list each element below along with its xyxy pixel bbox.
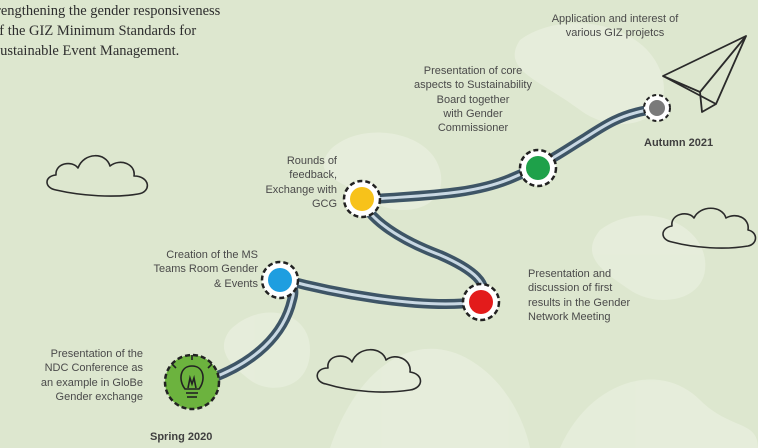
milestone-autumn-2021: [643, 94, 671, 122]
milestone-text-teams: Creation of the MS Teams Room Gender & E…: [153, 249, 258, 290]
milestone-spring-2020: [163, 353, 221, 411]
milestone-text-autumn: Application and interest of various GIZ …: [551, 13, 679, 40]
cloud-icon: [46, 154, 149, 197]
milestone-label-autumn: Autumn 2021: [644, 137, 714, 149]
milestone-text-yellow: Rounds of feedback, Exchange with GCG: [265, 155, 337, 210]
paper-plane-icon: [662, 35, 747, 113]
header-text: trengthening the gender responsiveness o…: [0, 3, 221, 59]
lightbulb-icon: [171, 355, 213, 398]
milestone-text-spring: Presentation of the NDC Conference as an…: [40, 348, 143, 403]
cloud-icon: [316, 348, 422, 393]
milestone-text-red: Presentation and discussion of first res…: [528, 268, 631, 323]
milestone-teams-room: [260, 260, 300, 300]
milestone-feedback: [342, 179, 382, 219]
background-pattern: [223, 23, 758, 448]
milestone-gender-network: [461, 282, 501, 322]
milestone-sustainability-board: [518, 148, 558, 188]
milestone-text-green: Presentation of core aspects to Sustaina…: [413, 65, 532, 135]
cloud-icon: [662, 207, 757, 249]
milestone-label-spring: Spring 2020: [150, 431, 213, 443]
